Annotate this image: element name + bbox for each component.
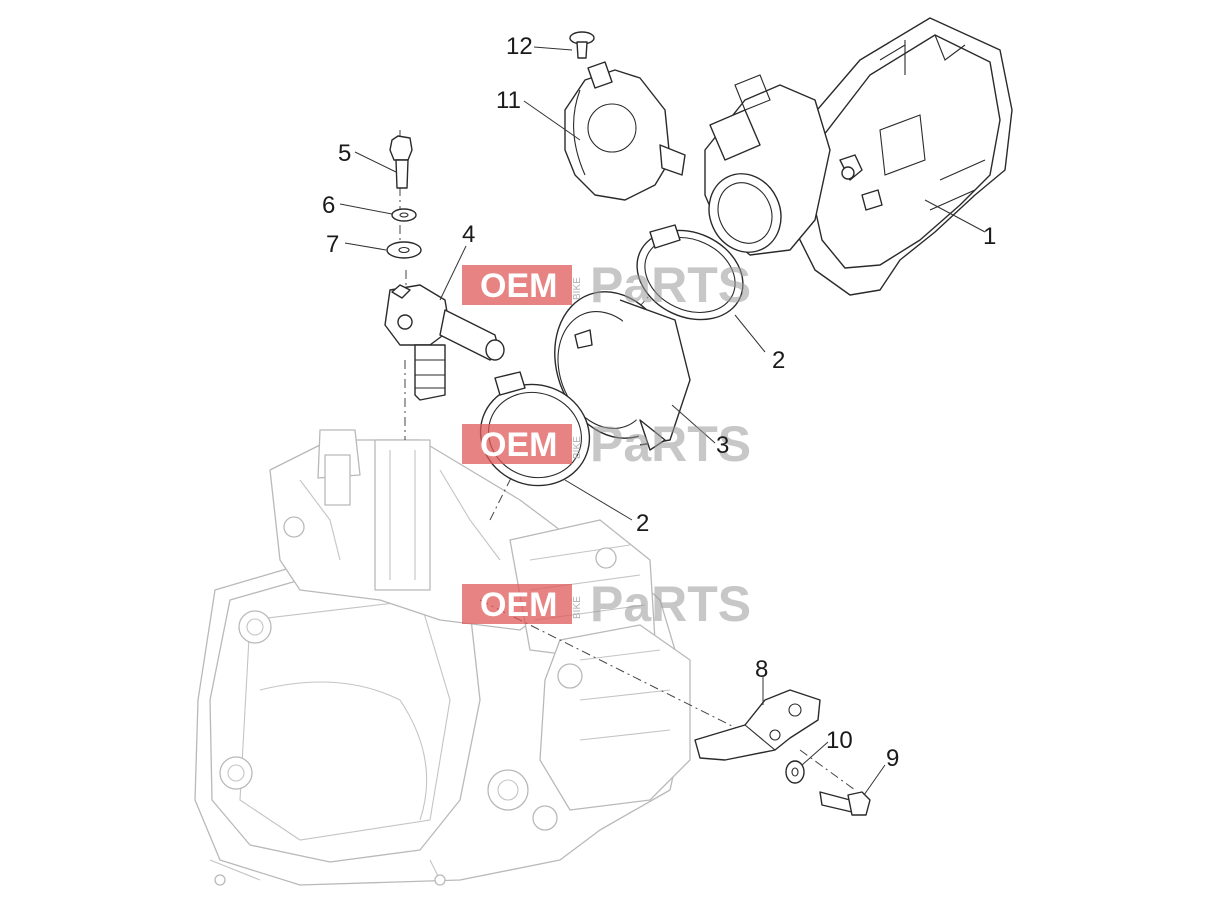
watermark-upper: OEM BIKE PaRTS: [462, 257, 751, 313]
callout-4: 4: [462, 221, 475, 248]
watermark-lower: OEM BIKE PaRTS: [462, 576, 751, 632]
watermark-oem-text: OEM: [480, 426, 557, 464]
watermark-bike-text: BIKE: [572, 436, 583, 459]
clamp-upper: [636, 224, 744, 321]
intake-manifold: [554, 291, 691, 451]
callout-6: 6: [322, 192, 335, 219]
callout-labels: 12 11 5 6 7 4 1 2 3 2 8 10 9: [322, 33, 996, 772]
callout-7: 7: [326, 231, 339, 258]
throttle-cover: [564, 61, 686, 201]
watermark-middle: OEM BIKE PaRTS: [462, 416, 751, 472]
washer-7: [386, 241, 422, 259]
callout-2-upper: 2: [772, 347, 785, 374]
watermark-oem-text: OEM: [480, 586, 557, 624]
watermark-bike-text: BIKE: [572, 277, 583, 300]
screw-12: [569, 31, 595, 59]
watermark-parts-text: PaRTS: [590, 257, 751, 313]
watermark-parts-text: PaRTS: [590, 576, 751, 632]
callout-5: 5: [338, 140, 351, 167]
callout-1: 1: [983, 223, 996, 250]
callout-9: 9: [886, 745, 899, 772]
callout-2-lower: 2: [636, 510, 649, 537]
callout-11: 11: [496, 87, 521, 114]
washer-10: [785, 760, 805, 784]
callout-8: 8: [755, 656, 768, 683]
leader-lines: [339, 46, 986, 796]
callout-10: 10: [826, 727, 853, 754]
engine-block: [194, 429, 691, 886]
watermark-parts-text: PaRTS: [590, 416, 751, 472]
callout-12: 12: [506, 33, 533, 60]
watermark-oem-text: OEM: [480, 267, 557, 305]
bolt-9: [819, 791, 871, 816]
bolt-5: [389, 135, 413, 189]
throttle-body: [704, 17, 1013, 296]
bracket-8: [694, 689, 821, 761]
callout-3: 3: [716, 432, 729, 459]
fuel-injector: [384, 284, 505, 401]
washer-6: [391, 208, 417, 222]
watermark-bike-text: BIKE: [572, 596, 583, 619]
